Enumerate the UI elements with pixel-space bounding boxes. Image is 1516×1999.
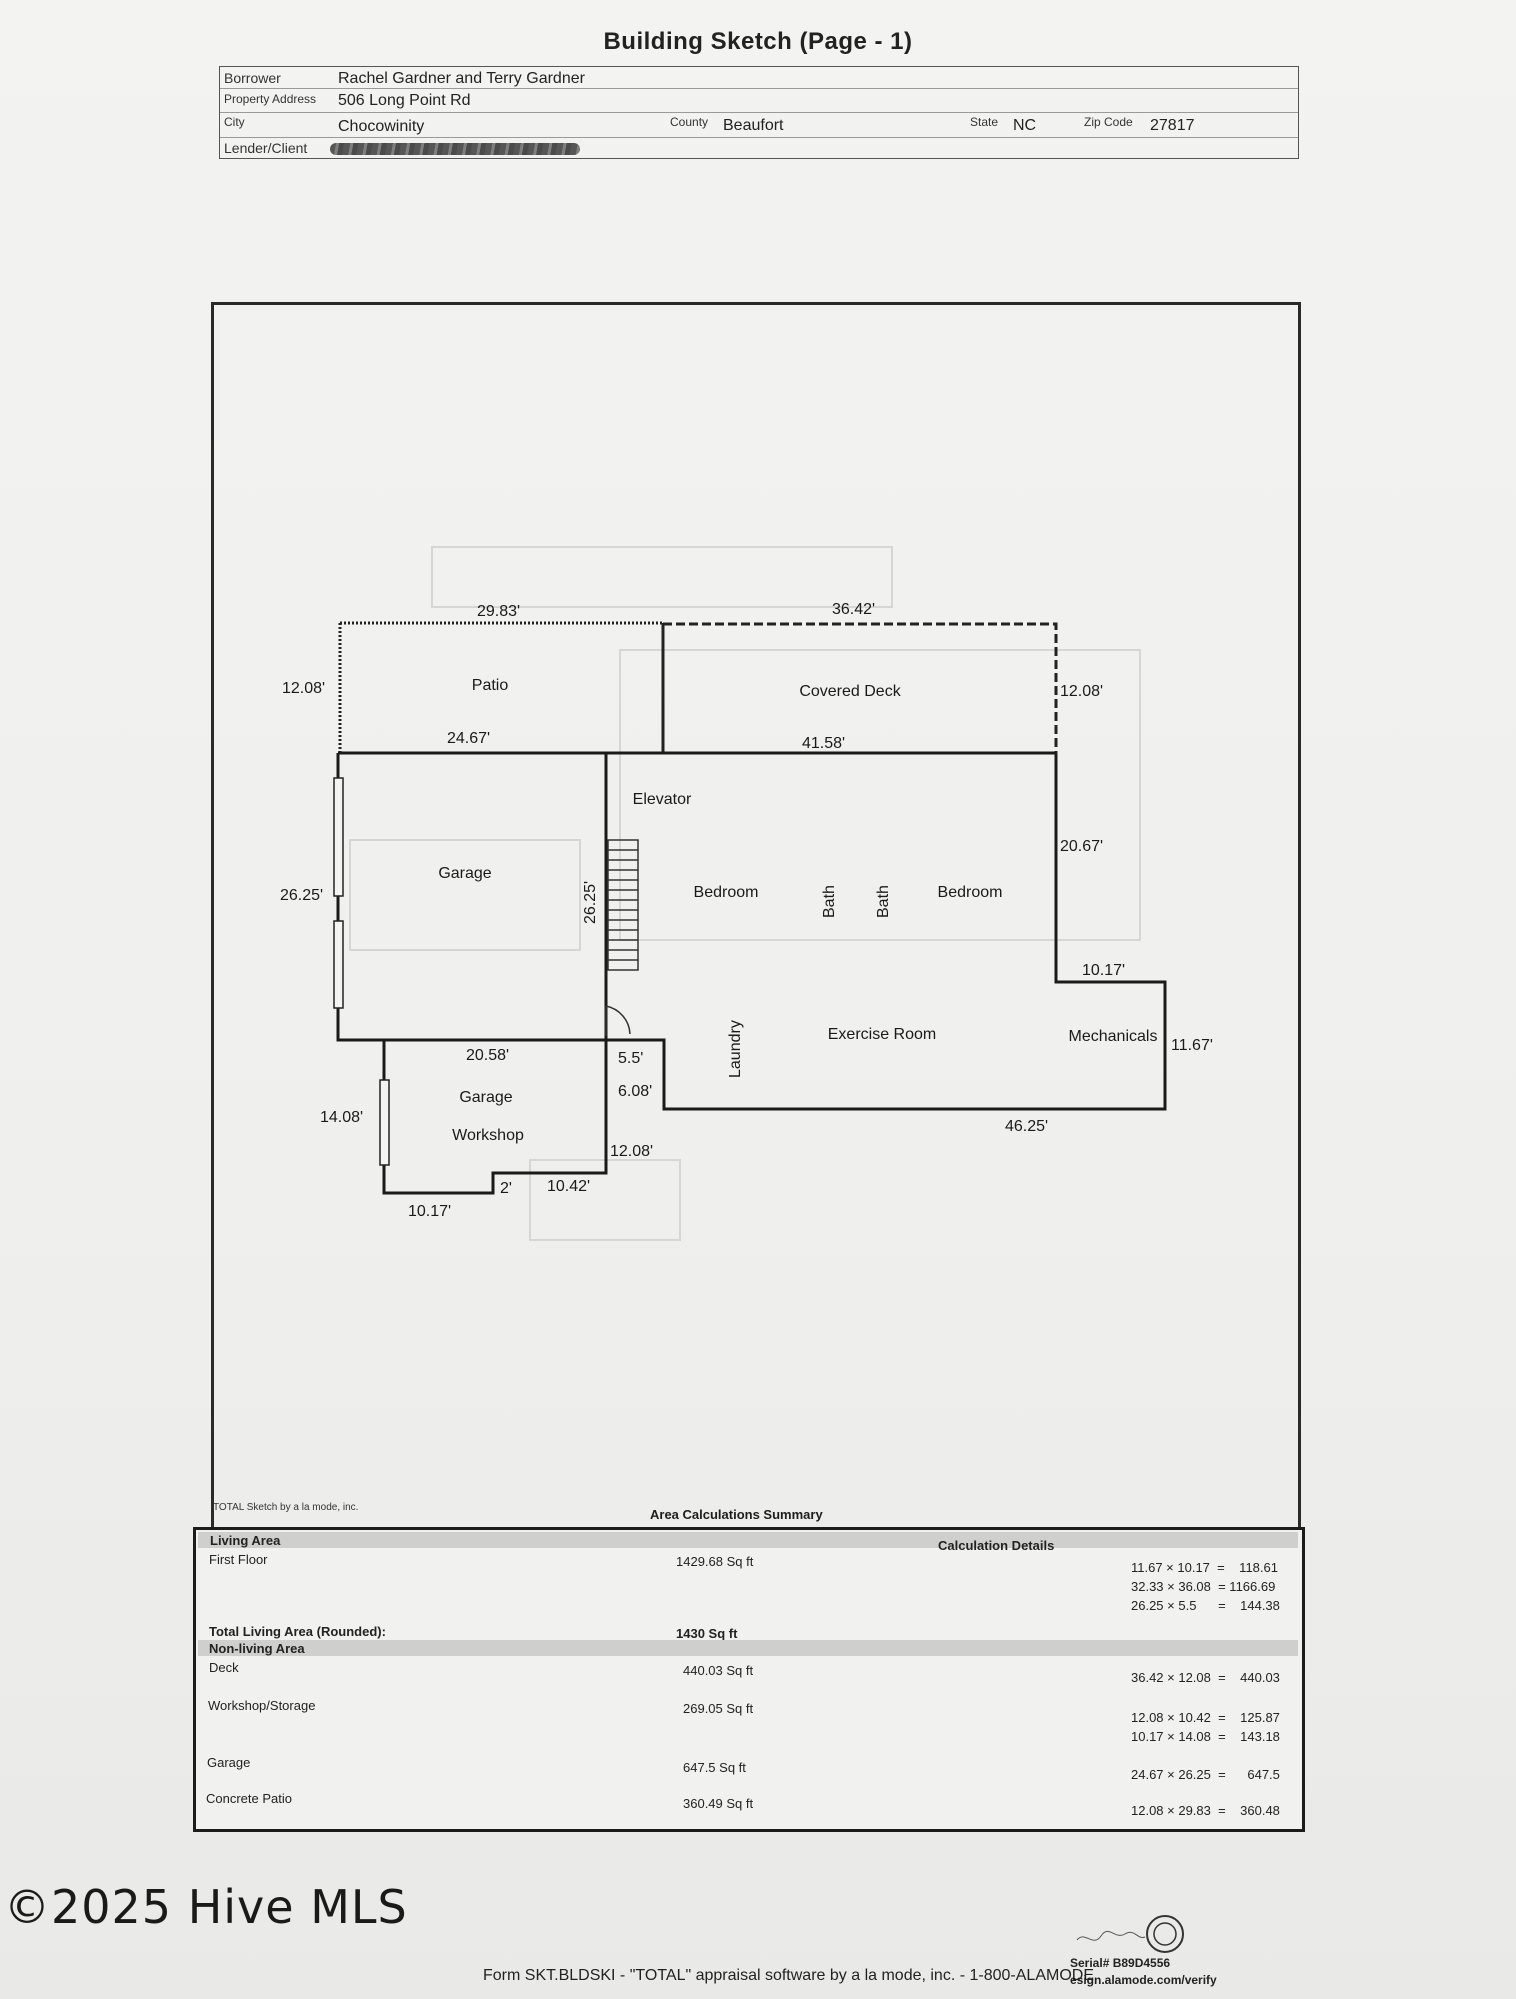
room-bedroom-right: Bedroom	[938, 884, 1003, 901]
calc-line: 12.08 × 10.42 = 125.87	[1131, 1710, 1280, 1725]
room-mechanicals: Mechanicals	[1069, 1028, 1158, 1045]
borrower-value: Rachel Gardner and Terry Gardner	[338, 70, 585, 87]
borrower-label: Borrower	[224, 70, 281, 86]
address-label: Property Address	[224, 92, 317, 106]
door-swing	[605, 1005, 631, 1035]
dim-label: 26.25'	[280, 887, 323, 904]
room-bath-2: Bath	[875, 885, 892, 918]
item-value: 440.03 Sq ft	[683, 1663, 754, 1678]
calc-line: 10.17 × 14.08 = 143.18	[1131, 1729, 1280, 1744]
dim-label: 41.58'	[802, 735, 845, 752]
dim-label: 10.17'	[408, 1203, 451, 1220]
patio-outline	[338, 621, 663, 753]
dim-label: 29.83'	[477, 603, 520, 620]
dim-label: 14.08'	[320, 1109, 363, 1126]
living-area-bar	[198, 1532, 1298, 1548]
item-label: Deck	[209, 1660, 239, 1675]
city-value: Chocowinity	[338, 118, 425, 135]
state-label: State	[970, 115, 999, 129]
room-covered-deck: Covered Deck	[799, 683, 901, 700]
dim-label: 12.08'	[610, 1143, 653, 1160]
room-garage: Garage	[438, 865, 491, 882]
calc-line: 36.42 × 12.08 = 440.03	[1131, 1670, 1280, 1685]
item-value: 647.5 Sq ft	[683, 1760, 746, 1775]
dim-label: 24.67'	[447, 730, 490, 747]
item-value: 269.05 Sq ft	[683, 1701, 754, 1716]
stairs	[607, 839, 639, 971]
sketch-credit: TOTAL Sketch by a la mode, inc.	[213, 1502, 359, 1513]
first-floor-value: 1429.68 Sq ft	[676, 1554, 754, 1569]
first-floor-label: First Floor	[209, 1552, 268, 1567]
covered-deck-outline	[661, 622, 1058, 755]
calc-line: 12.08 × 29.83 = 360.48	[1131, 1803, 1280, 1818]
dim-label: 20.67'	[1060, 838, 1103, 855]
calc-line: 24.67 × 26.25 = 647.5	[1131, 1767, 1280, 1782]
summary-table: Living Area Calculation Details First Fl…	[193, 1527, 1305, 1832]
dim-label: 12.08'	[282, 680, 325, 697]
page-title: Building Sketch (Page - 1)	[603, 28, 913, 55]
room-elevator: Elevator	[633, 791, 692, 808]
living-area-label: Living Area	[210, 1533, 281, 1548]
room-exercise: Exercise Room	[828, 1026, 936, 1043]
calc-details-label: Calculation Details	[938, 1538, 1055, 1553]
room-laundry: Laundry	[727, 1020, 744, 1078]
summary-title: Area Calculations Summary	[650, 1507, 823, 1522]
room-bath-1: Bath	[821, 885, 838, 918]
total-living-label: Total Living Area (Rounded):	[209, 1624, 386, 1639]
item-label: Workshop/Storage	[208, 1698, 316, 1713]
calc-line: 11.67 × 10.17 = 118.61	[1131, 1560, 1278, 1575]
county-value: Beaufort	[723, 117, 784, 134]
signature-seal	[1076, 1915, 1184, 1953]
dim-label: 10.17'	[1082, 962, 1125, 979]
item-value: 360.49 Sq ft	[683, 1796, 754, 1811]
room-garage-workshop-1: Garage	[459, 1089, 512, 1106]
calc-line: 32.33 × 36.08 = 1166.69	[1131, 1579, 1276, 1594]
serial-number: Serial# B89D4556	[1070, 1956, 1171, 1970]
dim-label: 11.67'	[1171, 1037, 1213, 1054]
dim-label: 10.42'	[547, 1178, 590, 1195]
total-living-value: 1430 Sq ft	[676, 1626, 738, 1641]
mls-watermark: ©2025 Hive MLS	[4, 1880, 408, 1934]
dim-label: 36.42'	[832, 601, 875, 618]
zip-value: 27817	[1150, 117, 1195, 134]
non-living-bar	[198, 1640, 1298, 1656]
county-label: County	[670, 115, 709, 129]
item-label: Garage	[207, 1755, 251, 1770]
redacted-lender	[330, 143, 580, 155]
dim-label: 12.08'	[1060, 683, 1103, 700]
dim-label: 20.58'	[466, 1047, 509, 1064]
dim-label: 5.5'	[618, 1050, 643, 1067]
room-patio: Patio	[472, 677, 509, 694]
room-garage-workshop-2: Workshop	[452, 1127, 524, 1144]
room-bedroom-left: Bedroom	[694, 884, 759, 901]
address-value: 506 Long Point Rd	[338, 92, 471, 109]
header-table: Borrower Rachel Gardner and Terry Gardne…	[219, 66, 1299, 159]
dim-label: 26.25'	[582, 881, 599, 924]
non-living-label: Non-living Area	[209, 1641, 305, 1656]
zip-label: Zip Code	[1084, 115, 1133, 129]
main-walls	[336, 751, 1167, 1195]
state-value: NC	[1013, 117, 1037, 134]
footer-form-text: Form SKT.BLDSKI - "TOTAL" appraisal soft…	[483, 1967, 1094, 1984]
esign-link[interactable]: esign.alamode.com/verify	[1070, 1973, 1217, 1987]
lender-label: Lender/Client	[224, 140, 308, 156]
dim-label: 2'	[500, 1180, 512, 1197]
garage-windows	[333, 777, 390, 1166]
dim-label: 46.25'	[1005, 1118, 1048, 1135]
item-label: Concrete Patio	[206, 1791, 292, 1806]
city-label: City	[224, 115, 245, 129]
calc-line: 26.25 × 5.5 = 144.38	[1131, 1598, 1280, 1613]
dim-label: 6.08'	[618, 1083, 652, 1100]
